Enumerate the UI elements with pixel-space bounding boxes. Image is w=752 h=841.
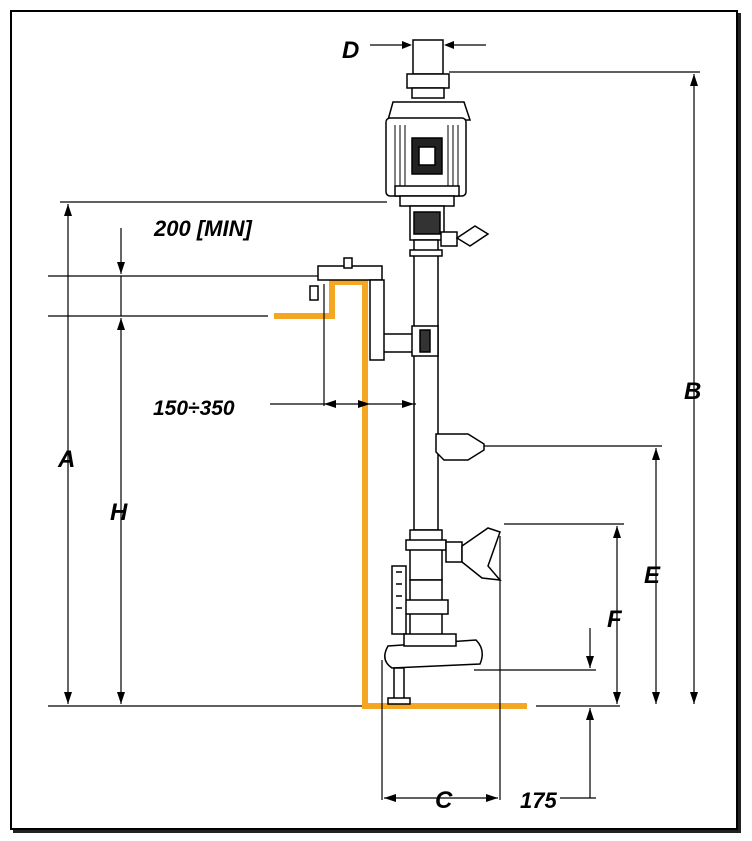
mixer-assembly (309, 39, 502, 705)
label-c: C (435, 787, 453, 814)
label-h: H (110, 499, 128, 526)
label-bottom-offset: 175 (520, 788, 557, 813)
tank-wall-outline (274, 279, 527, 709)
arrowheads (64, 41, 698, 802)
label-d: D (342, 37, 359, 64)
label-a: A (57, 446, 75, 473)
label-e: E (644, 562, 661, 589)
label-min-clearance: 200 [MIN] (153, 216, 252, 241)
reference-lines (48, 201, 620, 707)
label-flange-range: 150÷350 (153, 397, 235, 420)
label-b: B (684, 378, 701, 405)
label-f: F (607, 606, 623, 633)
dimension-lines (67, 44, 700, 800)
